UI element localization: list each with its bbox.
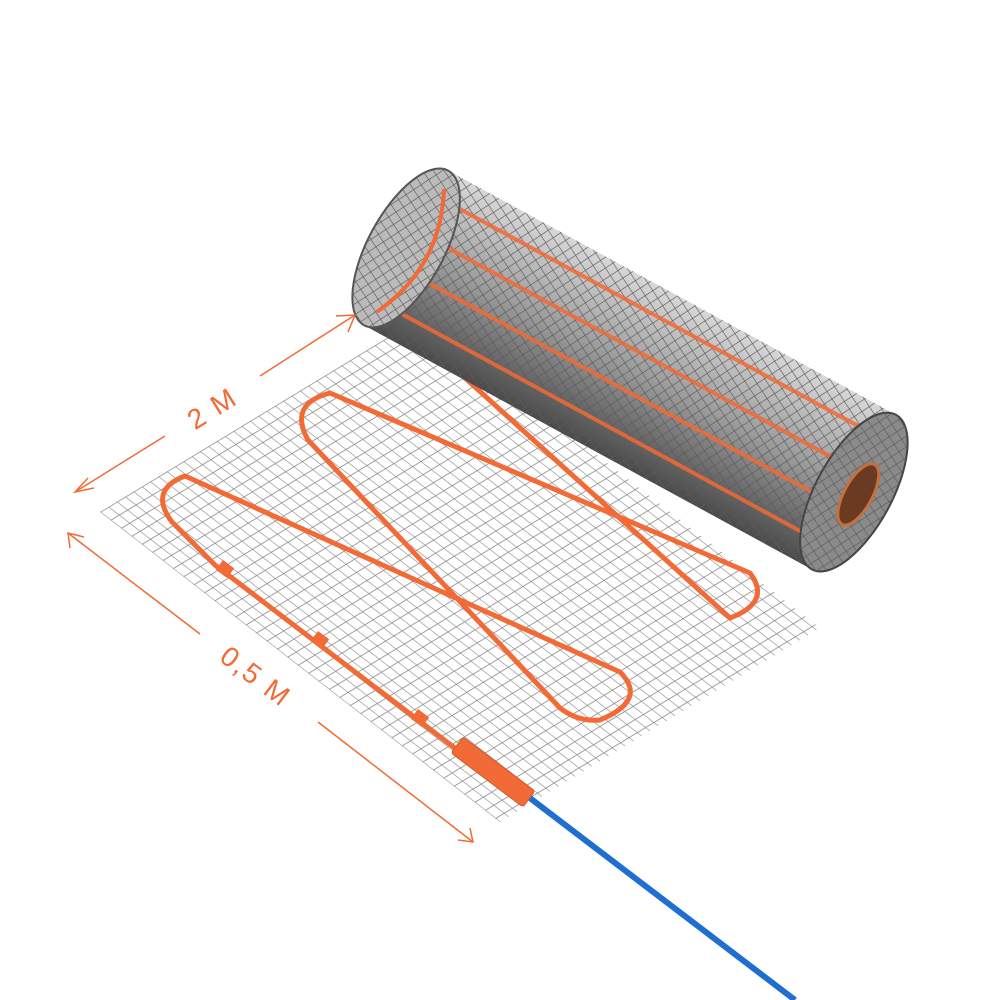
cable-clip xyxy=(215,559,235,579)
mesh-flat xyxy=(100,317,821,822)
heating-cable xyxy=(160,322,761,754)
cable-connector xyxy=(451,737,535,807)
cable-clips xyxy=(215,559,430,728)
dimension-width xyxy=(67,532,474,843)
roll-core xyxy=(836,462,881,527)
dimension-length xyxy=(72,314,357,494)
length-label: 2 М xyxy=(182,381,243,435)
lead-wire xyxy=(520,789,797,1000)
mesh-roll xyxy=(351,167,909,573)
cable-clip xyxy=(310,630,330,650)
cable-clip xyxy=(410,708,430,728)
